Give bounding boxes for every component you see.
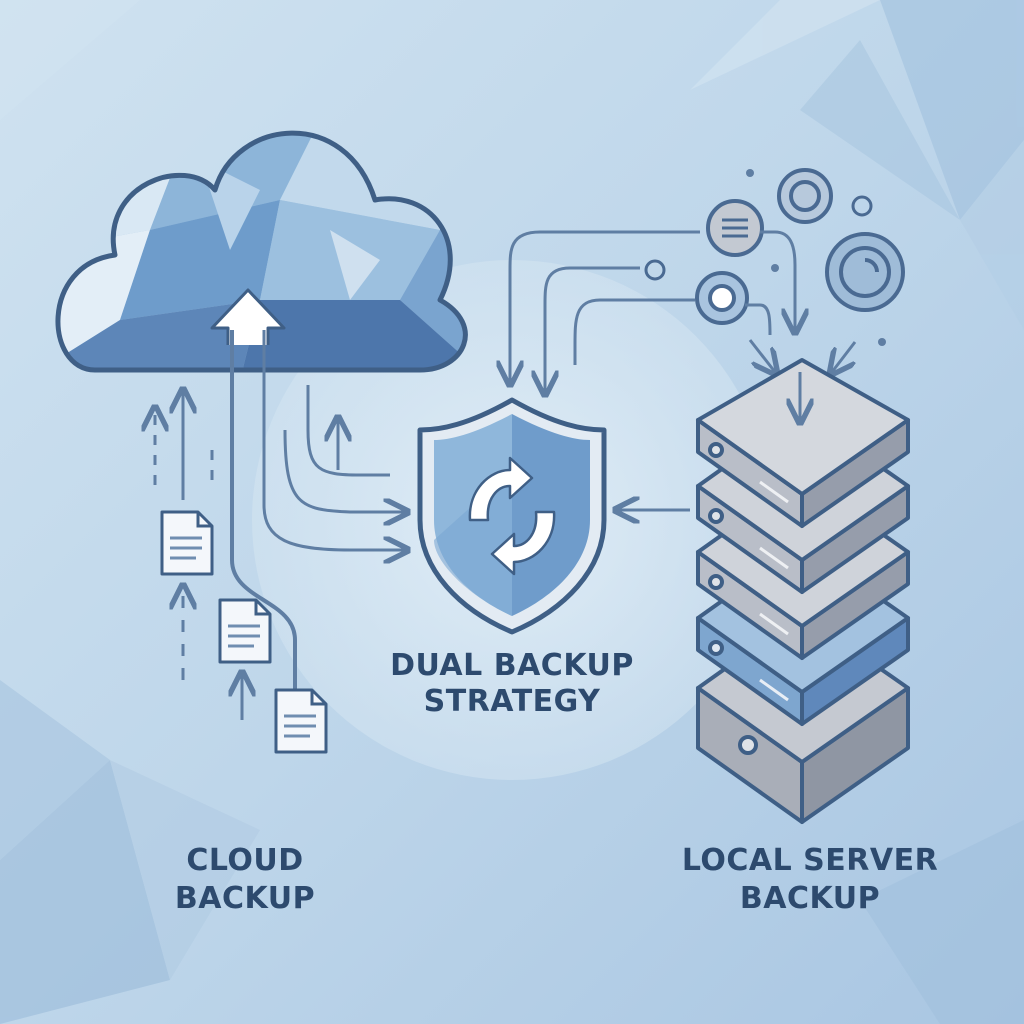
center-label-line-2: STRATEGY bbox=[423, 684, 601, 719]
cloud-backup-label: CLOUD BACKUP bbox=[120, 842, 370, 918]
document-icon bbox=[274, 688, 328, 754]
flow-arrows-top bbox=[510, 230, 700, 510]
local-server-backup-label: LOCAL SERVER BACKUP bbox=[640, 842, 980, 918]
flow-arrows-left bbox=[155, 385, 405, 720]
local-label-line-2: BACKUP bbox=[739, 881, 881, 916]
shield-sync-icon bbox=[417, 397, 607, 635]
sync-icon bbox=[468, 456, 556, 576]
center-label: DUAL BACKUP STRATEGY bbox=[362, 648, 662, 720]
local-label-line-1: LOCAL SERVER bbox=[681, 843, 939, 878]
data-node-icon bbox=[644, 168, 905, 346]
upload-arrow-icon bbox=[210, 288, 405, 690]
document-icon bbox=[160, 510, 214, 576]
server-stack-icon bbox=[696, 358, 910, 824]
document-icon bbox=[218, 598, 272, 664]
cloud-label-line-1: CLOUD bbox=[186, 843, 304, 878]
center-label-line-1: DUAL BACKUP bbox=[390, 648, 634, 683]
cloud-label-line-2: BACKUP bbox=[174, 881, 316, 916]
